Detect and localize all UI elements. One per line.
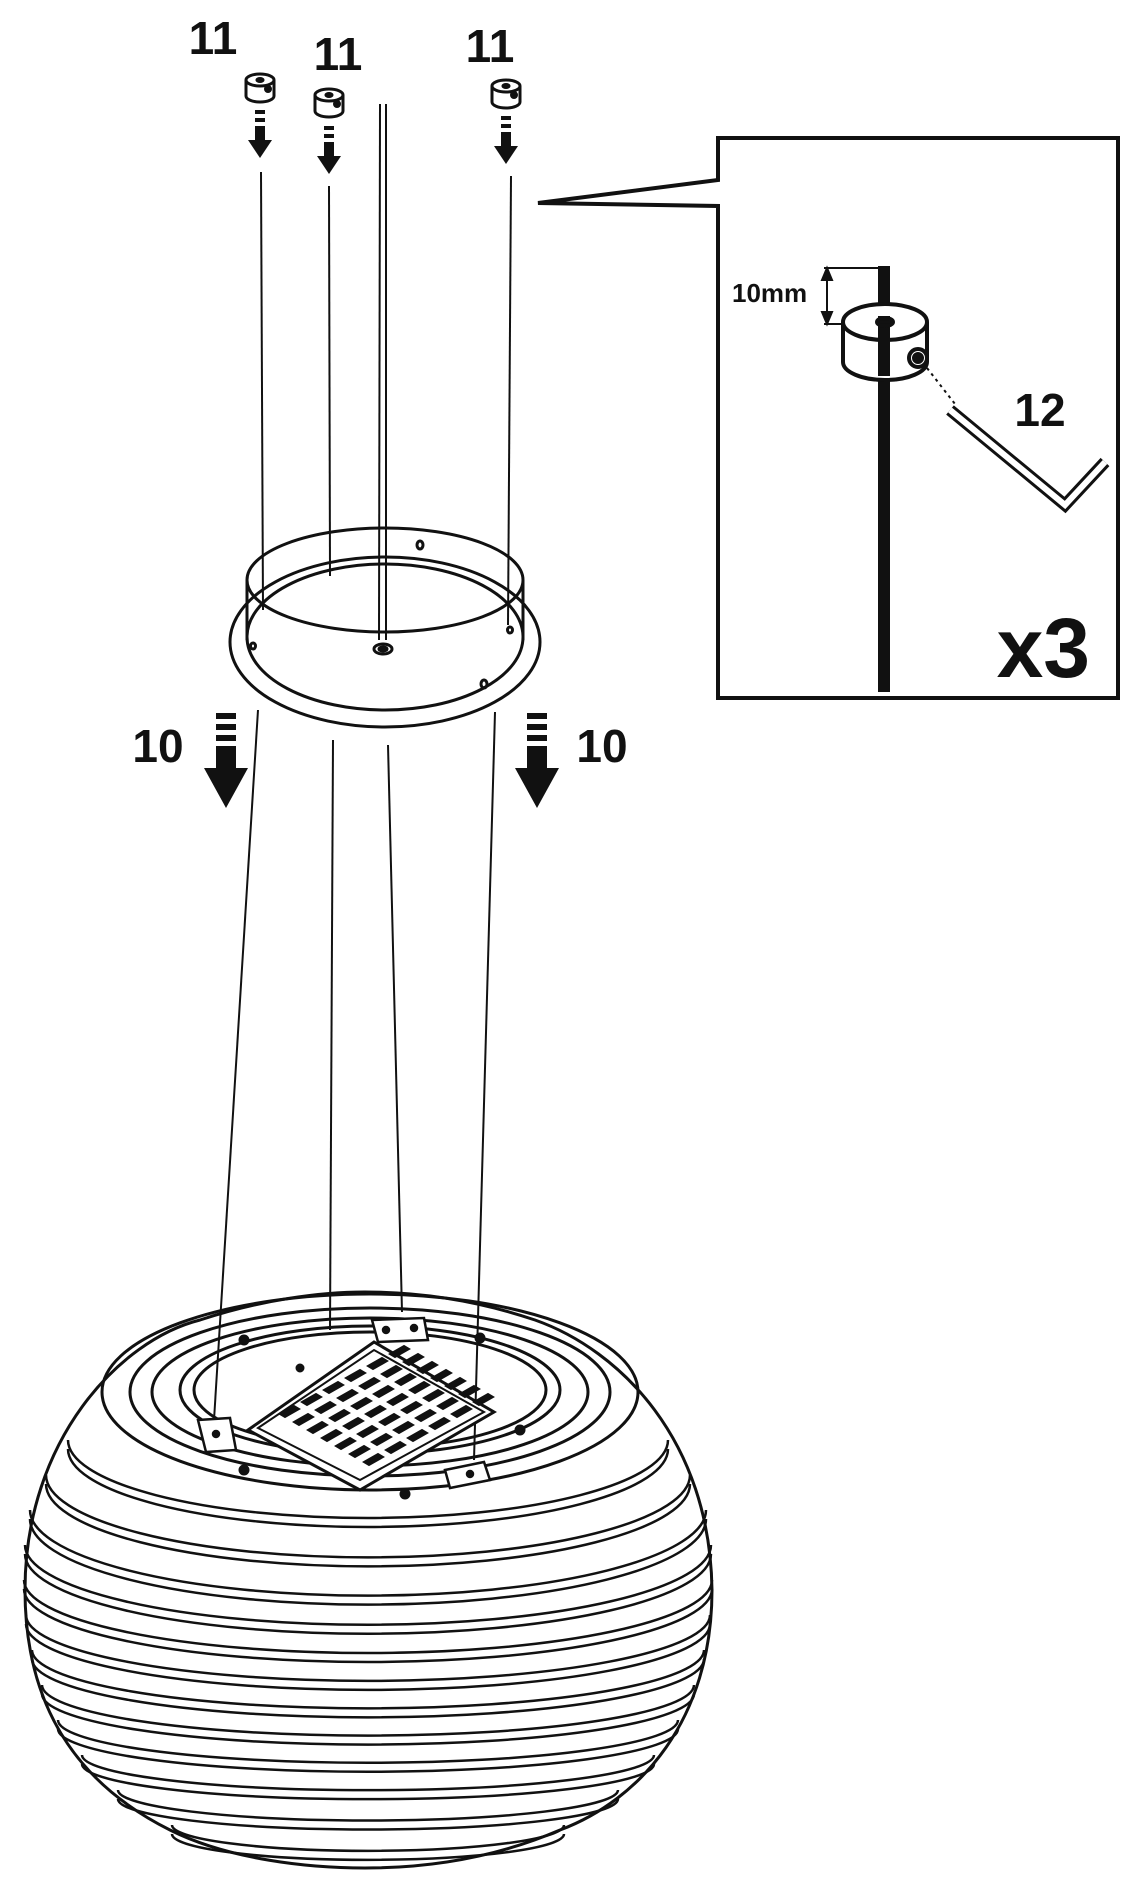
label-collar-2: 11 <box>314 28 363 80</box>
filter-slot <box>356 1424 379 1439</box>
filter-slot <box>358 1376 381 1391</box>
filter-slots <box>278 1344 495 1467</box>
sphere-rib <box>80 1763 656 1801</box>
label-collar-1: 11 <box>189 12 238 64</box>
sphere-rib <box>44 1474 692 1559</box>
filter-slot <box>278 1404 301 1419</box>
sphere-ribs <box>22 1439 714 1862</box>
hood-brackets <box>196 1316 492 1490</box>
sphere-rib <box>22 1579 714 1655</box>
sphere-rib <box>24 1623 712 1692</box>
filter-slot <box>416 1360 439 1375</box>
filter-slot <box>402 1352 425 1367</box>
sphere-rib <box>23 1544 713 1626</box>
filter-slot <box>322 1380 345 1395</box>
filter-slot <box>362 1452 385 1467</box>
filter-slot <box>292 1412 315 1427</box>
filter-slot <box>380 1364 403 1379</box>
filter-slot <box>430 1368 453 1383</box>
filter-slot <box>328 1408 351 1423</box>
label-offset: 10mm <box>732 278 807 308</box>
sphere-rib <box>30 1649 706 1710</box>
filter-slot <box>344 1368 367 1383</box>
sphere-rib <box>40 1684 696 1737</box>
sphere-rib <box>116 1789 620 1822</box>
sphere-rib <box>23 1553 713 1635</box>
arrow-down-icon <box>317 126 341 174</box>
sphere-rib <box>30 1658 706 1719</box>
label-tool: 12 <box>1014 384 1065 436</box>
sphere-rib <box>170 1824 566 1853</box>
detail-collar <box>841 302 929 382</box>
sphere-rib <box>56 1719 680 1765</box>
sphere-rib <box>40 1693 696 1746</box>
filter-slot <box>306 1420 329 1435</box>
suspension-cables-lower <box>213 709 496 1461</box>
sphere-rib <box>56 1728 680 1774</box>
label-quantity: x3 <box>997 601 1090 695</box>
filter-slot <box>364 1404 387 1419</box>
collar-3 <box>490 78 522 110</box>
collar-2 <box>313 87 345 119</box>
arrow-down-icon <box>515 713 559 808</box>
filter-slot <box>450 1404 473 1419</box>
sphere-rib <box>28 1509 708 1597</box>
filter-slot <box>394 1372 417 1387</box>
filter-slot <box>372 1384 395 1399</box>
hex-key-icon <box>946 405 1110 514</box>
filter-slot <box>428 1416 451 1431</box>
guide-dotted-line <box>926 367 956 405</box>
detail-callout <box>537 136 1120 700</box>
sphere-rib <box>116 1798 620 1831</box>
filter-slot <box>392 1420 415 1435</box>
collar-1 <box>244 72 276 104</box>
filter-slot <box>386 1392 409 1407</box>
filter-slot <box>444 1376 467 1391</box>
filter-slot <box>384 1440 407 1455</box>
sphere-rib <box>44 1483 692 1568</box>
filter-slot <box>408 1380 431 1395</box>
sphere-rib <box>66 1439 670 1520</box>
filter-slot <box>366 1356 389 1371</box>
filter-slot <box>436 1396 459 1411</box>
label-collar-3: 11 <box>466 20 515 72</box>
filter-slot <box>406 1428 429 1443</box>
arrow-down-icon <box>494 116 518 164</box>
filter-slot <box>336 1388 359 1403</box>
label-ring-left: 10 <box>132 720 183 772</box>
filter-slot <box>342 1416 365 1431</box>
filter-slot <box>400 1400 423 1415</box>
filter-slot <box>334 1436 357 1451</box>
filter-slot <box>370 1432 393 1447</box>
sphere-rib <box>28 1518 708 1606</box>
filter-slot <box>458 1384 481 1399</box>
arrow-down-icon <box>204 713 248 808</box>
sphere-rib <box>22 1588 714 1664</box>
filter-slot <box>314 1400 337 1415</box>
sphere-rib <box>66 1448 670 1529</box>
label-ring-right: 10 <box>576 720 627 772</box>
mounting-ring <box>228 526 542 729</box>
filter-slot <box>422 1388 445 1403</box>
sphere-hood <box>22 1290 714 1870</box>
filter-slot <box>348 1444 371 1459</box>
filter-slot <box>472 1392 495 1407</box>
sphere-rib <box>170 1833 566 1862</box>
filter-slot <box>378 1412 401 1427</box>
filter-slot <box>414 1408 437 1423</box>
filter-slot <box>300 1392 323 1407</box>
central-cable <box>378 103 387 641</box>
dimension-marker <box>820 265 888 327</box>
suspension-cables-upper <box>260 171 512 626</box>
filter-slot <box>320 1428 343 1443</box>
filter-slot <box>350 1396 373 1411</box>
sphere-rib <box>80 1754 656 1792</box>
sphere-rib <box>24 1614 712 1683</box>
grease-filter <box>245 1340 497 1492</box>
filter-slot <box>388 1344 411 1359</box>
arrow-down-icon <box>248 110 272 158</box>
